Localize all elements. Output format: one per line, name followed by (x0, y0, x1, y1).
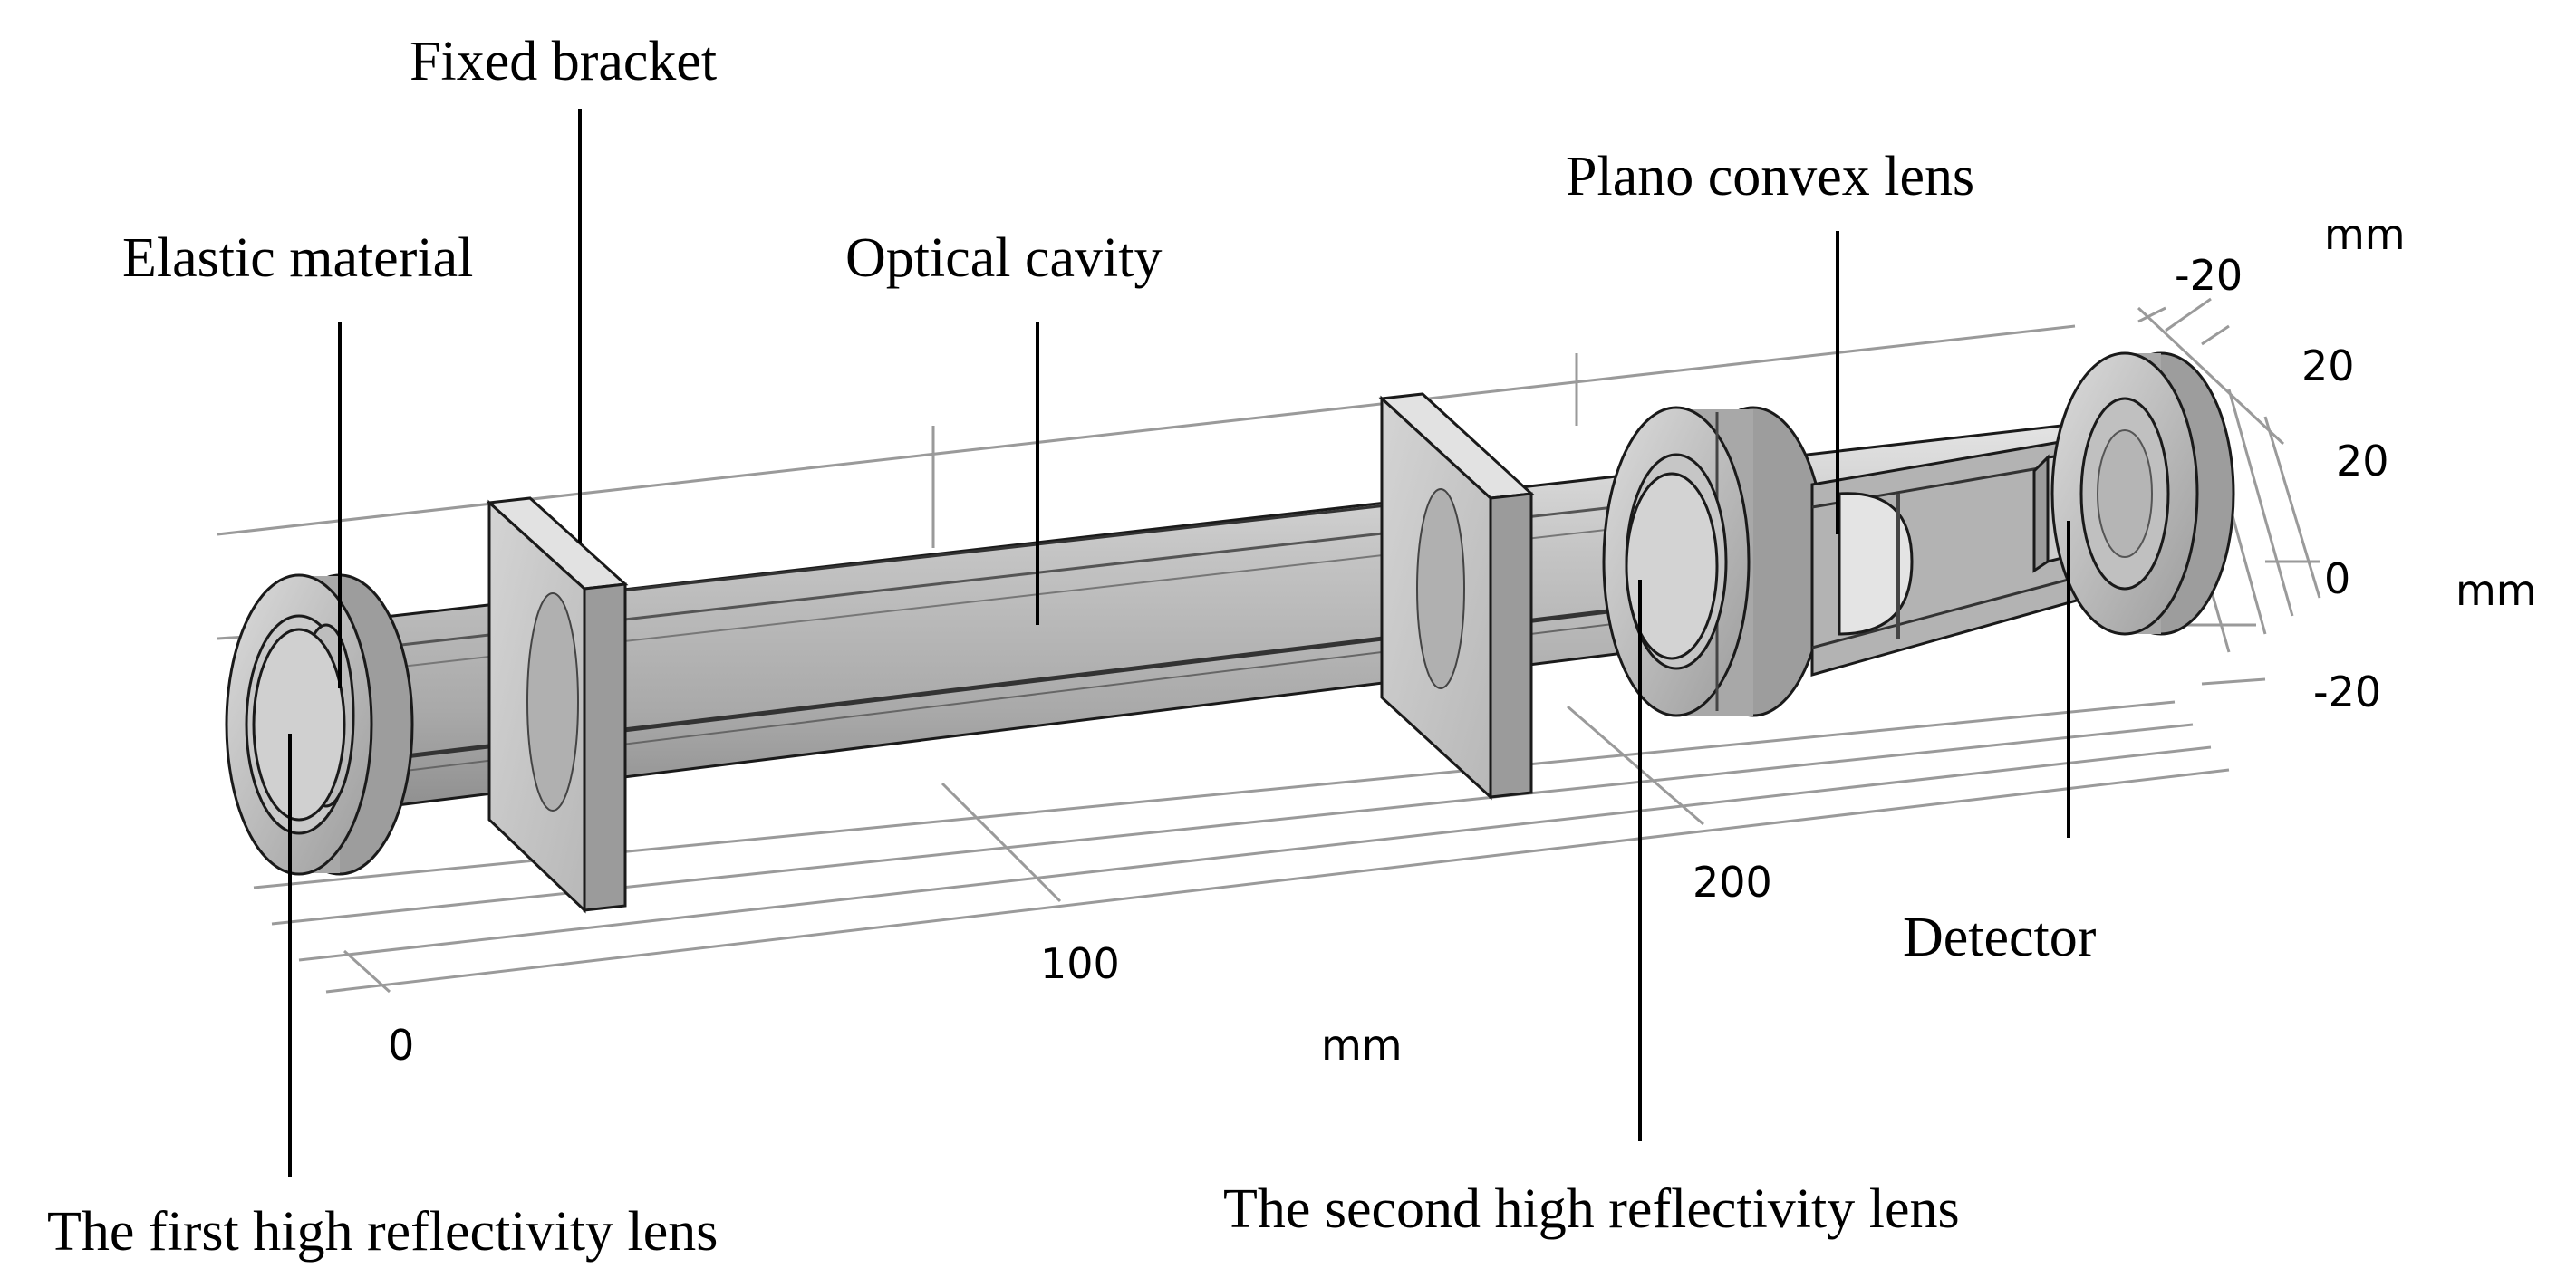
label-plano-convex-lens: Plano convex lens (1566, 146, 1974, 207)
label-first-lens: The first high reflectivity lens (47, 1201, 718, 1263)
x-tick-200: 200 (1693, 858, 1772, 907)
label-elastic-material: Elastic material (122, 227, 473, 289)
z-axis-unit: mm (2455, 566, 2537, 615)
z-tick-20: 20 (2336, 437, 2389, 485)
y-tick-neg20: -20 (2175, 251, 2243, 300)
x-tick-0: 0 (388, 1021, 414, 1070)
fixed-bracket-2 (1378, 392, 1535, 801)
z-tick-neg20: -20 (2313, 668, 2381, 716)
y-axis-unit: mm (2324, 210, 2406, 259)
second-high-reflectivity-lens (1625, 472, 1719, 660)
label-optical-cavity: Optical cavity (845, 227, 1162, 289)
y-tick-20: 20 (2301, 341, 2355, 390)
plano-convex-lens (1838, 492, 1914, 639)
first-high-reflectivity-lens (252, 628, 346, 822)
z-axis-labels: 20 0 -20 mm (2313, 437, 2537, 716)
rear-end-cap (2050, 351, 2235, 636)
z-tick-0: 0 (2324, 554, 2350, 603)
x-tick-100: 100 (1040, 939, 1120, 988)
x-axis-labels: 0 100 200 mm (388, 858, 1772, 1070)
label-second-lens: The second high reflectivity lens (1223, 1178, 1960, 1240)
label-detector: Detector (1903, 907, 2097, 968)
leader-lines (288, 109, 2070, 1177)
fixed-bracket-1 (486, 496, 629, 914)
label-fixed-bracket: Fixed bracket (410, 31, 717, 92)
x-axis-unit: mm (1321, 1021, 1403, 1070)
component-labels: Fixed bracket Elastic material Optical c… (47, 31, 2097, 1263)
y-axis-labels: mm -20 20 (2175, 210, 2406, 390)
